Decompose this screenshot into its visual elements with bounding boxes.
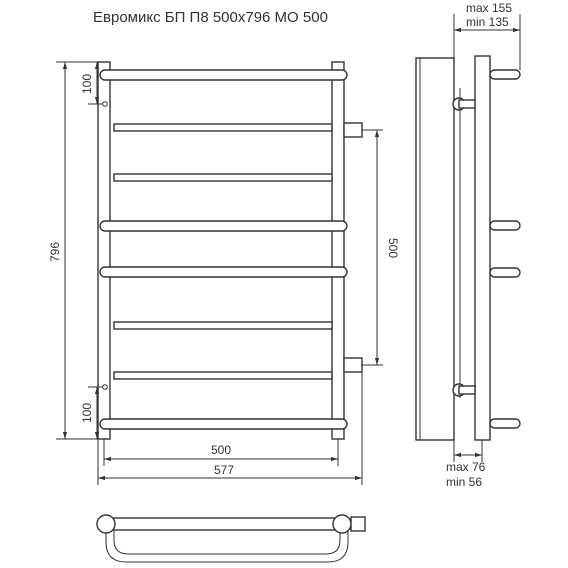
rung-7 (113, 371, 333, 380)
right-vertical-pipe (331, 61, 345, 440)
side-vertical-pipe (474, 55, 491, 441)
depth-max-label: max 155 (466, 1, 512, 15)
dim-mount-center: 500 (362, 129, 400, 366)
dim-width-total: 577 (97, 372, 363, 485)
rung-5 (99, 266, 348, 278)
top-view-bar (105, 517, 349, 531)
dim-depth: max 155 min 135 (453, 1, 521, 70)
top-view (96, 514, 366, 563)
rung-2 (113, 123, 333, 132)
bottom-offset-label: 100 (80, 403, 94, 423)
width-total-label: 577 (214, 463, 234, 477)
left-vertical-pipe (97, 61, 111, 440)
dim-wall-distance: max 76 min 56 (446, 440, 486, 489)
rung-1 (99, 69, 348, 81)
wall-max-label: max 76 (446, 460, 486, 474)
rung-4 (99, 220, 348, 232)
side-view (415, 55, 521, 441)
rung-3 (113, 173, 333, 182)
dim-top-offset: 100 (80, 62, 103, 105)
dim-height-total: 796 (48, 61, 98, 440)
top-connection-nipple (343, 122, 363, 138)
dim-width-inner: 500 (103, 439, 339, 466)
bottom-mount-hole (102, 384, 108, 390)
bottom-connection-nipple (343, 357, 363, 373)
top-view-left-cap (96, 514, 116, 534)
height-total-label: 796 (48, 242, 62, 262)
front-view (97, 61, 363, 440)
top-view-nipple (350, 516, 366, 532)
side-rung-4 (489, 220, 521, 231)
top-view-right-cap (332, 514, 352, 534)
top-offset-label: 100 (80, 74, 94, 94)
rung-6 (113, 321, 333, 330)
dim-bottom-offset: 100 (80, 386, 103, 439)
width-inner-label: 500 (211, 443, 231, 457)
side-rung-5 (489, 267, 521, 278)
top-mount-hole (102, 101, 108, 107)
mount-center-label: 500 (386, 238, 400, 258)
depth-min-label: min 135 (466, 15, 509, 29)
wall (415, 57, 455, 441)
side-rung-8 (489, 418, 521, 429)
wall-min-label: min 56 (446, 475, 482, 489)
side-rung-1 (489, 69, 521, 80)
drawing-title: Евромикс БП П8 500х796 МО 500 (93, 9, 328, 26)
rung-8 (99, 418, 348, 430)
